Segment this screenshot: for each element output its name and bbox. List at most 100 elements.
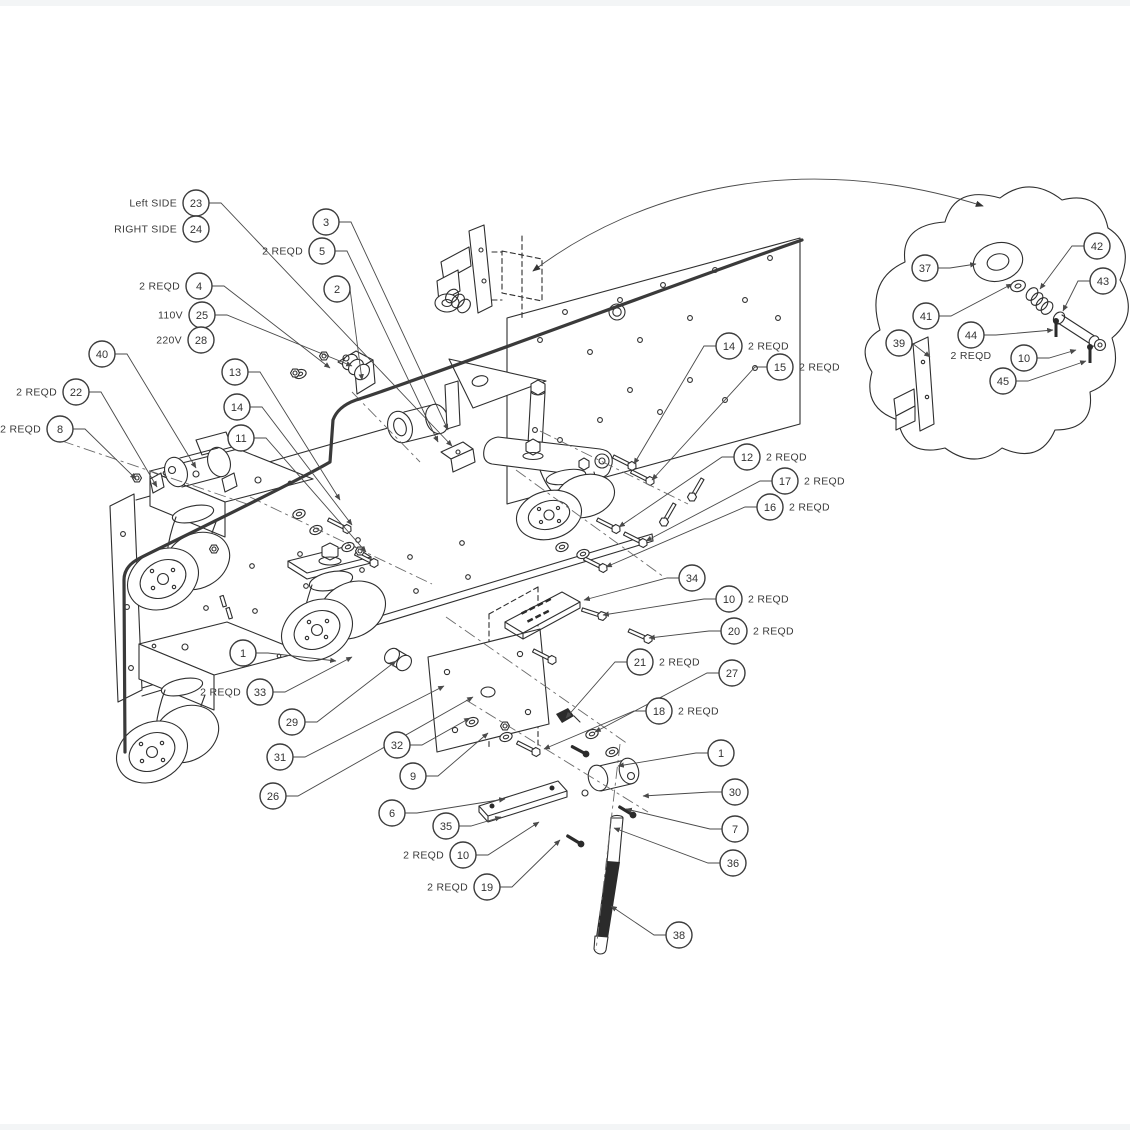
- balloon-circle: [227, 424, 255, 452]
- leader-line: [938, 262, 977, 269]
- balloon-number: 19: [481, 882, 493, 894]
- balloon-26-34: 26: [259, 696, 474, 810]
- balloon-33-31: 332 REQD: [200, 656, 353, 706]
- balloon-circle: [246, 678, 274, 706]
- leader-line: [605, 506, 757, 568]
- balloon-number: 18: [653, 706, 665, 718]
- balloon-3-2: 3: [312, 208, 449, 431]
- left-side-plate: [109, 493, 143, 703]
- leader-line: [1062, 280, 1090, 312]
- leader-line: [459, 816, 502, 827]
- exploded-view-artwork: [61, 178, 1129, 955]
- balloon-number: 30: [729, 787, 741, 799]
- balloon-circle: [1010, 344, 1038, 372]
- balloon-8-10: 82 REQD: [0, 415, 137, 480]
- balloon-number: 23: [190, 198, 202, 210]
- balloon-circle: [182, 215, 210, 243]
- balloon-note: 2 REQD: [799, 362, 840, 374]
- balloon-41-44: 41: [912, 283, 1013, 330]
- balloon-circle: [308, 237, 336, 265]
- balloon-number: 11: [235, 433, 246, 445]
- balloon-circle: [1083, 232, 1111, 260]
- leader-line: [405, 797, 506, 814]
- balloon-number: 32: [391, 740, 403, 752]
- pump-valve-and-handle: [556, 708, 640, 955]
- leader-line: [212, 285, 331, 369]
- balloon-4-5: 42 REQD: [139, 272, 331, 369]
- balloon-circle: [721, 815, 749, 843]
- balloon-circle: [229, 639, 257, 667]
- balloon-number: 28: [195, 335, 207, 347]
- leader-line: [410, 717, 471, 746]
- page-edge-strip-top: [0, 0, 1130, 6]
- balloon-circle: [46, 415, 74, 443]
- balloon-number: 12: [741, 452, 753, 464]
- motor-assembly: [131, 431, 238, 494]
- leader-line: [543, 710, 646, 750]
- balloon-42-42: 42: [1039, 232, 1111, 290]
- balloon-38-29: 38: [610, 905, 693, 949]
- name-plate: [504, 591, 581, 640]
- leader-line: [476, 821, 540, 856]
- balloon-circle: [323, 275, 351, 303]
- balloon-6-37: 6: [378, 797, 506, 827]
- leader-line: [602, 598, 716, 617]
- balloon-circle: [62, 378, 90, 406]
- balloon-1-25: 1: [617, 739, 735, 768]
- balloon-number: 7: [732, 824, 738, 836]
- balloon-2-4: 2: [323, 275, 364, 381]
- balloon-note: 2 REQD: [753, 626, 794, 638]
- balloon-note: 2 REQD: [403, 850, 444, 862]
- power-cable: [122, 238, 804, 754]
- leader-line: [215, 314, 353, 367]
- leader-line: [939, 283, 1013, 317]
- balloon-number: 41: [920, 311, 932, 323]
- balloon-note: 2 REQD: [139, 281, 180, 293]
- page-edge-strip-bottom: [0, 1124, 1130, 1130]
- balloon-number: 44: [965, 330, 977, 342]
- leader-line: [286, 696, 474, 797]
- leader-line: [1039, 245, 1084, 290]
- balloon-circle: [383, 731, 411, 759]
- balloon-number: 38: [673, 930, 685, 942]
- balloon-note: 2 REQD: [427, 882, 468, 894]
- balloon-number: 24: [190, 224, 202, 236]
- balloon-number: 13: [229, 367, 241, 379]
- balloon-number: 37: [919, 263, 931, 275]
- balloon-10-39: 102 REQD: [403, 821, 540, 869]
- balloon-number: 1: [240, 648, 246, 660]
- balloon-19-40: 19 2 REQD: [427, 839, 561, 901]
- balloon-circle: [715, 332, 743, 360]
- balloon-circle: [312, 208, 340, 236]
- balloon-number: 39: [893, 338, 905, 350]
- leader-line: [339, 221, 449, 431]
- balloon-number: 20: [728, 626, 740, 638]
- balloon-circle: [911, 254, 939, 282]
- solenoid-coil: [292, 350, 376, 395]
- leader-line: [984, 327, 1054, 336]
- balloon-note: 2 REQD: [748, 341, 789, 353]
- detail-cloud: [864, 186, 1129, 460]
- balloon-note: 2 REQD: [951, 350, 992, 362]
- balloon-number: 40: [96, 349, 108, 361]
- swivel-caster-center: [448, 358, 616, 541]
- balloon-circle: [378, 799, 406, 827]
- leader-line: [500, 839, 561, 888]
- leader-line: [594, 672, 719, 733]
- leader-line: [1037, 349, 1077, 359]
- balloon-circle: [187, 326, 215, 354]
- balloon-circle: [88, 340, 116, 368]
- balloon-circle: [989, 367, 1017, 395]
- leader-line: [565, 661, 627, 719]
- balloon-circle: [645, 697, 673, 725]
- leader-line: [305, 660, 397, 723]
- balloon-number: 25: [196, 310, 208, 322]
- balloon-9-36: 9: [399, 732, 489, 790]
- leader-line: [618, 456, 734, 528]
- valve-cylinder: [387, 380, 476, 473]
